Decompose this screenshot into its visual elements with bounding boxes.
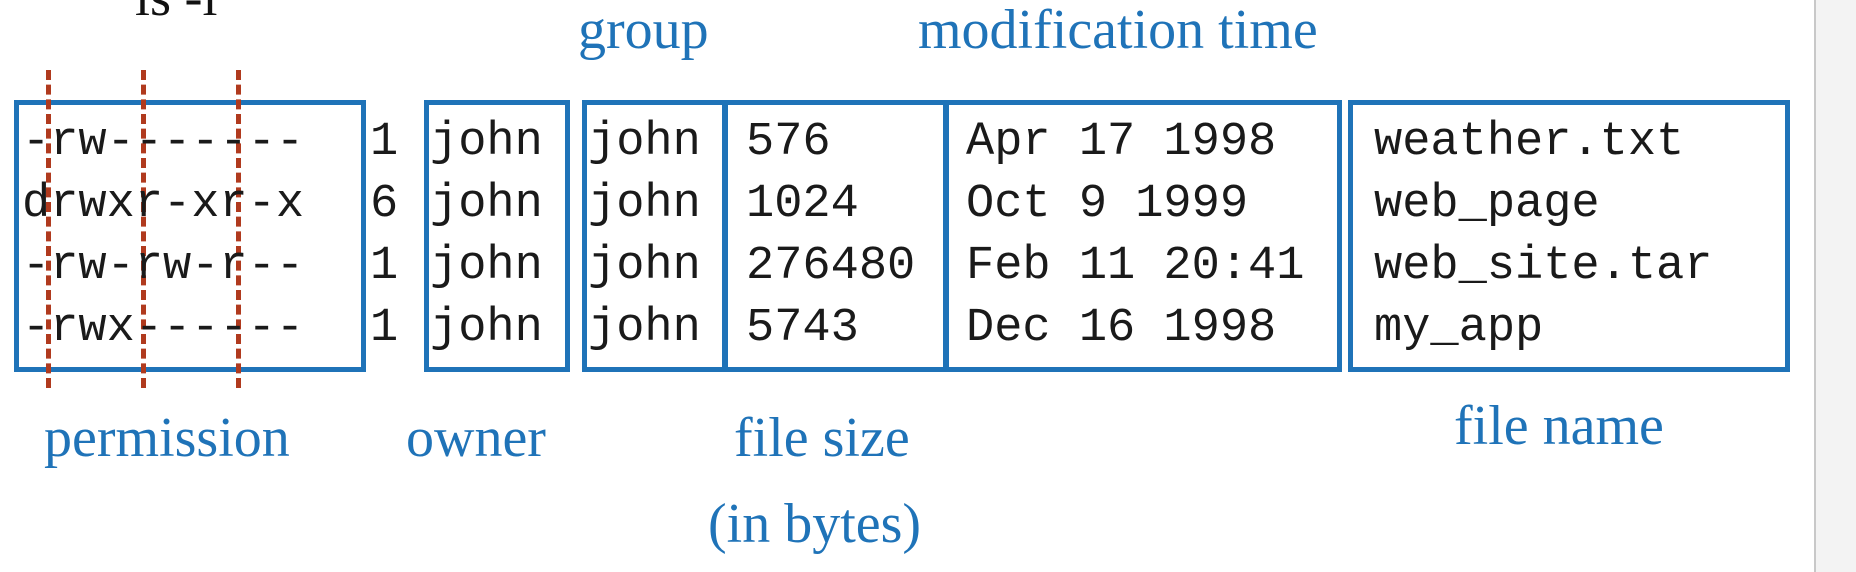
modification-time-label: modification time	[918, 0, 1318, 61]
time-value: Feb 11 20:41	[966, 240, 1305, 293]
modification-time-box	[944, 100, 1342, 372]
link-count: 1	[370, 240, 399, 293]
groups-column: john john john john	[588, 112, 701, 360]
owner-value: john	[430, 240, 543, 293]
link-count: 1	[370, 302, 399, 355]
link-count: 1	[370, 116, 399, 169]
time-value: Dec 16 1998	[966, 302, 1277, 355]
permission-value: -rw-------	[22, 116, 305, 169]
size-value: 576	[746, 116, 831, 169]
link-count: 6	[370, 178, 399, 231]
file-name-label: file name	[1454, 395, 1664, 457]
group-value: john	[588, 240, 701, 293]
permissions-column: -rw------- drwxr-xr-x -rw-rw-r-- -rwx---…	[22, 112, 304, 360]
group-label: group	[578, 0, 709, 61]
right-edge-scrollbar	[1814, 0, 1856, 572]
name-value: web_page	[1374, 178, 1600, 231]
group-value: john	[588, 178, 701, 231]
size-value: 276480	[746, 240, 916, 293]
sizes-column: 576 1024 276480 5743	[746, 112, 915, 360]
size-value: 1024	[746, 178, 859, 231]
group-value: john	[588, 116, 701, 169]
owner-value: john	[430, 116, 543, 169]
permission-value: drwxr-xr-x	[22, 178, 305, 231]
links-column: 1 6 1 1	[370, 112, 398, 360]
owner-box	[424, 100, 570, 372]
permission-divider-owner	[46, 70, 51, 388]
name-value: web_site.tar	[1374, 240, 1713, 293]
name-value: weather.txt	[1374, 116, 1685, 169]
name-value: my_app	[1374, 302, 1544, 355]
permission-value: -rwx------	[22, 302, 305, 355]
time-value: Apr 17 1998	[966, 116, 1277, 169]
file-name-box	[1348, 100, 1790, 372]
owner-value: john	[430, 178, 543, 231]
permission-divider-other	[236, 70, 241, 388]
size-value: 5743	[746, 302, 859, 355]
file-size-unit-label: (in bytes)	[708, 493, 922, 555]
time-value: Oct 9 1999	[966, 178, 1249, 231]
permission-box	[14, 100, 366, 372]
cut-off-header: ls -l	[135, 0, 218, 28]
permission-label: permission	[44, 407, 290, 469]
permission-divider-group	[141, 70, 146, 388]
permission-value: -rw-rw-r--	[22, 240, 305, 293]
owner-value: john	[430, 302, 543, 355]
names-column: weather.txt web_page web_site.tar my_app	[1374, 112, 1712, 360]
file-size-label: file size	[734, 407, 910, 469]
owner-label: owner	[406, 407, 546, 469]
times-column: Apr 17 1998 Oct 9 1999 Feb 11 20:41 Dec …	[966, 112, 1304, 360]
owners-column: john john john john	[430, 112, 543, 360]
group-value: john	[588, 302, 701, 355]
